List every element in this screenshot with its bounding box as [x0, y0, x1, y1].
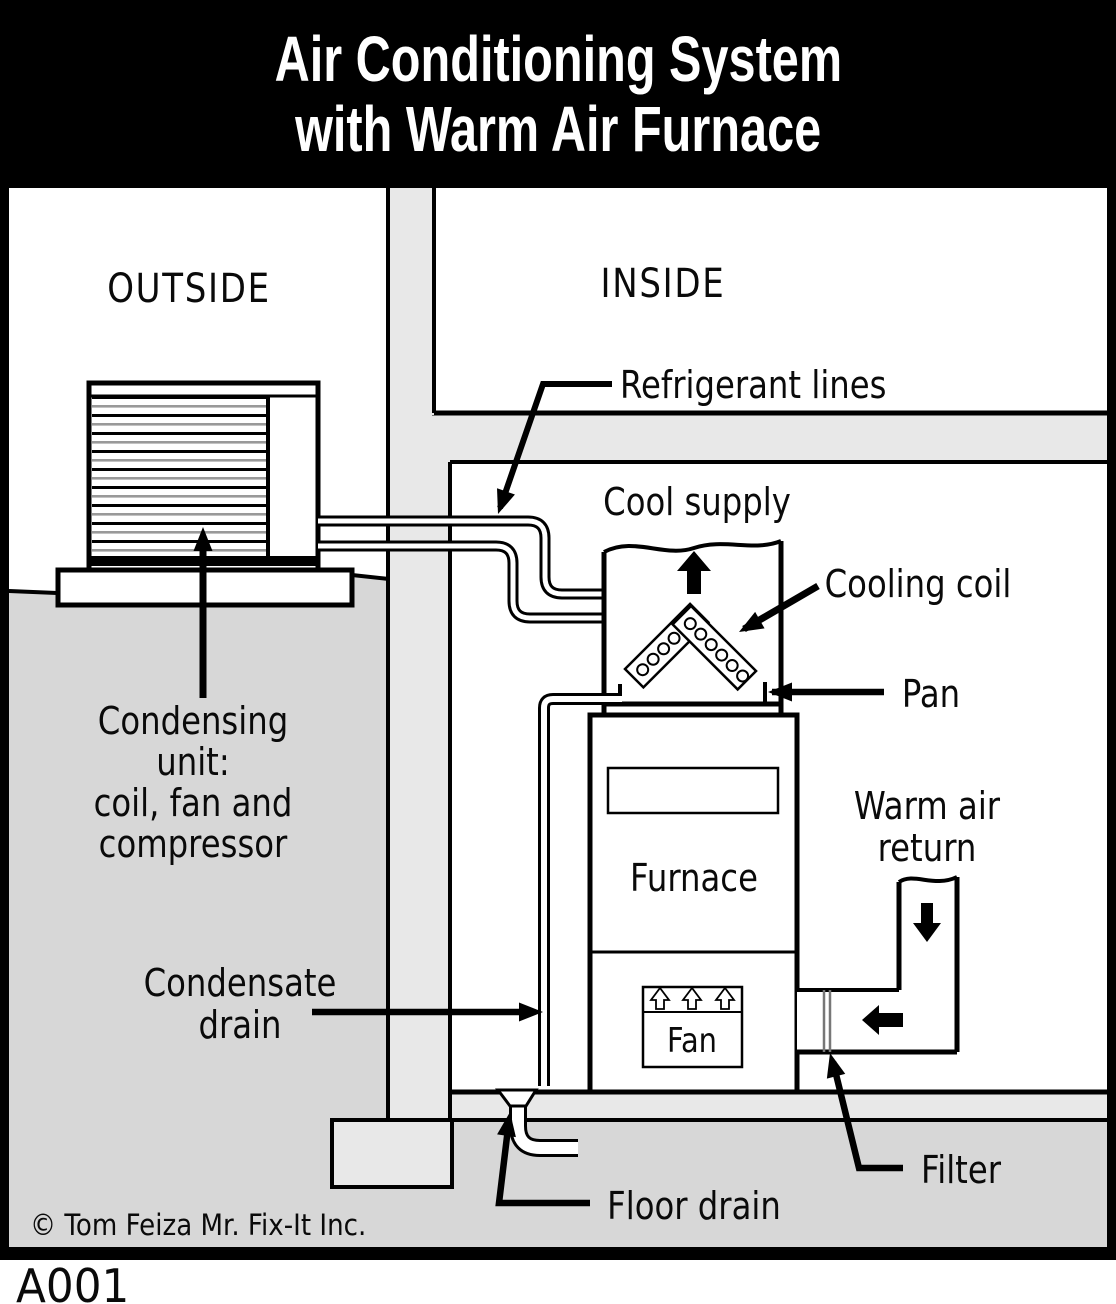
furnace-panel [606, 766, 780, 815]
condensate-drain-line1: Condensate [143, 961, 337, 1005]
floor-drain-arrow-icon [497, 1112, 516, 1138]
title-line-2: with Warm Air Furnace [294, 93, 822, 165]
label-leaders [193, 381, 903, 1207]
furnace-cabinet [587, 712, 800, 1095]
fan-label: Fan [666, 1021, 718, 1061]
wall-footing [330, 1118, 454, 1189]
warm-air-return-line2: return [877, 826, 977, 870]
fan-airflow-arrow-icon [649, 986, 671, 1010]
ground-earth [8, 573, 1107, 1247]
condensate-drain-pipe [538, 693, 622, 1086]
refrigerant-lines-label: Refrigerant lines [620, 363, 887, 407]
figure-id: A001 [16, 1259, 130, 1304]
floor-drain [495, 1088, 578, 1157]
inside-area-label: INSIDE [600, 261, 726, 307]
diagram-border [0, 188, 1116, 1260]
return-air-down-arrow-icon [913, 903, 941, 942]
condensing-unit-line4: compressor [98, 822, 288, 866]
filter-arrow-icon [826, 1053, 846, 1079]
floor-drain-label: Floor drain [607, 1184, 781, 1228]
fan-compartment [641, 985, 744, 1069]
copyright-text: © Tom Feiza Mr. Fix-It Inc. [30, 1208, 367, 1242]
refrigerant-arrow-icon [497, 488, 515, 514]
condensing-unit-line2: unit: [156, 740, 230, 784]
refrigerant-pipes [318, 515, 606, 624]
filter-leader [829, 1061, 903, 1172]
outside-area-label: OUTSIDE [107, 266, 271, 312]
condensing-unit-line1: Condensing [97, 699, 289, 743]
warm-air-return-label: Warm air return [854, 785, 1000, 869]
condensate-arrow-icon [519, 1002, 543, 1022]
cool-air-up-arrow-icon [677, 551, 711, 594]
refrigerant-leader [497, 381, 612, 509]
ceiling-band [388, 410, 1107, 464]
air-filter [822, 990, 832, 1052]
return-air-left-arrow-icon [862, 1005, 903, 1035]
condensing-arrow-icon [193, 527, 213, 551]
title-line-1: Air Conditioning System [274, 23, 842, 95]
basement-floor-slab [452, 1089, 1107, 1122]
fan-airflow-arrow-icon [681, 986, 703, 1010]
condensing-unit-line3: coil, fan and [93, 781, 293, 825]
pan-arrow-icon [768, 682, 792, 702]
warm-air-return-line1: Warm air [853, 784, 1001, 828]
cool-supply-label: Cool supply [603, 480, 791, 524]
filter-label: Filter [921, 1148, 1001, 1192]
fan-airflow-arrow-icon [714, 986, 736, 1010]
condensing-unit-label: Condensing unit: coil, fan and compresso… [94, 701, 293, 865]
pan-label: Pan [901, 672, 961, 716]
title-band: Air Conditioning System with Warm Air Fu… [0, 0, 1116, 188]
condensate-drain-label: Condensate drain [144, 962, 337, 1046]
condenser-coil-fins [92, 396, 268, 558]
furnace-label: Furnace [630, 856, 758, 900]
condensate-drain-line2: drain [198, 1003, 282, 1047]
floor-drain-leader [495, 1119, 590, 1207]
warm-air-return-duct [797, 875, 960, 1055]
cooling-coil [623, 602, 758, 692]
cooling-coil-arrow-icon [739, 611, 765, 632]
cooling-coil-label: Cooling coil [824, 562, 1012, 606]
